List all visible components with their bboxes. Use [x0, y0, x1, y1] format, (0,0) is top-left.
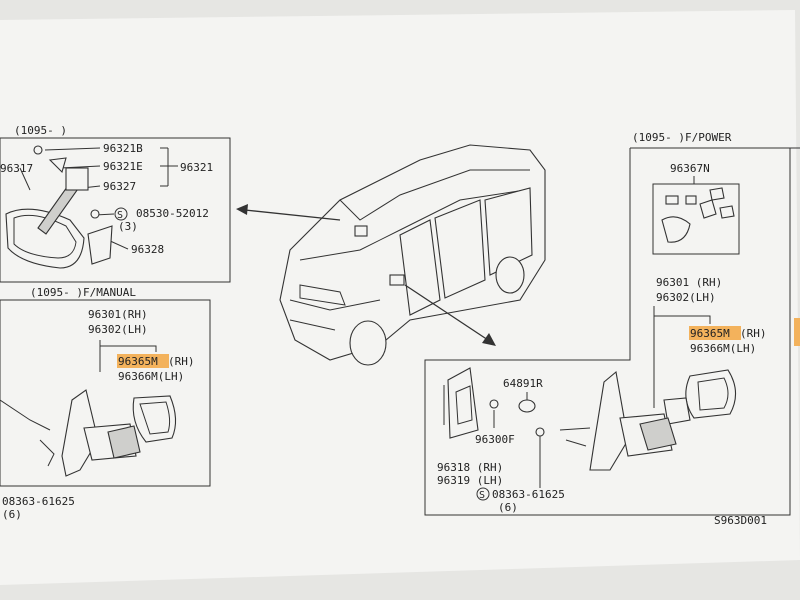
part-screw-qty-power: (6)	[498, 501, 518, 514]
part-96367n: 96367N	[670, 162, 710, 175]
part-96321b: 96321B	[103, 142, 143, 155]
kit-96367n-box	[652, 183, 740, 255]
part-96302-lh-manual: 96302(LH)	[88, 323, 148, 336]
part-96300f: 96300F	[475, 433, 515, 446]
power-mirror-section: (1095- )F/POWER 96367N 96301 (RH) 96302(…	[424, 131, 800, 516]
part-96327: 96327	[103, 180, 136, 193]
part-96319-lh: 96319 (LH)	[437, 474, 503, 487]
svg-text:S: S	[479, 490, 485, 501]
manual-mirror-frame	[0, 299, 211, 487]
part-96318-rh: 96318 (RH)	[437, 461, 503, 474]
part-96365m-rh-power: (RH)	[740, 327, 767, 340]
svg-text:S: S	[117, 210, 123, 221]
part-08363-61625-power: 08363-61625	[492, 488, 565, 501]
manual-mirror-base	[61, 389, 99, 477]
edge-highlight	[794, 318, 800, 346]
part-96301-rh-power: 96301 (RH)	[656, 276, 722, 289]
part-96365m-rh-manual: (RH)	[168, 355, 195, 368]
cover-icon	[48, 157, 67, 174]
s-symbol-icon	[114, 207, 128, 221]
manual-mirror-header: (1095- )F/MANUAL	[30, 286, 136, 299]
part-screw-qty-manual: (6)	[2, 508, 22, 521]
inner-mirror-section: (1095- ) 96321B 96321E 96321 96327 96317…	[0, 124, 231, 283]
manual-mirror-section: (1095- )F/MANUAL 96301(RH) 96302(LH) 963…	[0, 286, 211, 521]
part-08363-61625-manual: 08363-61625	[2, 495, 75, 508]
bolt-icon	[90, 209, 100, 219]
part-bolt-qty: (3)	[118, 220, 138, 233]
part-96317: 96317	[0, 162, 33, 175]
manual-mirror-glass	[132, 395, 177, 443]
figure-code: S963D001	[714, 514, 767, 527]
part-96321: 96321	[180, 161, 213, 174]
part-96301-rh-manual: 96301(RH)	[88, 308, 148, 321]
s-symbol-icon-power	[476, 487, 490, 501]
part-64891r: 64891R	[503, 377, 543, 390]
part-08530-52012: 08530-52012	[136, 207, 209, 220]
seal-icon	[518, 399, 536, 413]
part-96328: 96328	[131, 243, 164, 256]
clip-icon	[489, 399, 499, 409]
inner-mirror-bracket	[65, 167, 89, 191]
inner-mirror-frame	[0, 137, 231, 283]
power-mirror-header: (1095- )F/POWER	[632, 131, 732, 144]
pad-icon	[87, 225, 113, 265]
highlight-96365m-manual	[117, 354, 169, 368]
kit-96367n-parts	[661, 187, 735, 243]
inner-mirror-glass	[5, 208, 85, 269]
inner-mirror-header: (1095- )	[14, 124, 67, 137]
part-96321e: 96321E	[103, 160, 143, 173]
van-illustration	[236, 144, 546, 366]
screw-icon	[33, 145, 43, 155]
screw-icon-power	[535, 427, 545, 437]
part-96302-lh-power: 96302(LH)	[656, 291, 716, 304]
power-actuator	[663, 397, 691, 425]
highlight-96365m-power	[689, 326, 741, 340]
part-96365m-power: 96365M	[690, 327, 730, 340]
part-96366m-power: 96366M(LH)	[690, 342, 756, 355]
part-96366m-manual: 96366M(LH)	[118, 370, 184, 383]
power-mirror-base	[589, 370, 629, 471]
part-96365m-manual: 96365M	[118, 355, 158, 368]
